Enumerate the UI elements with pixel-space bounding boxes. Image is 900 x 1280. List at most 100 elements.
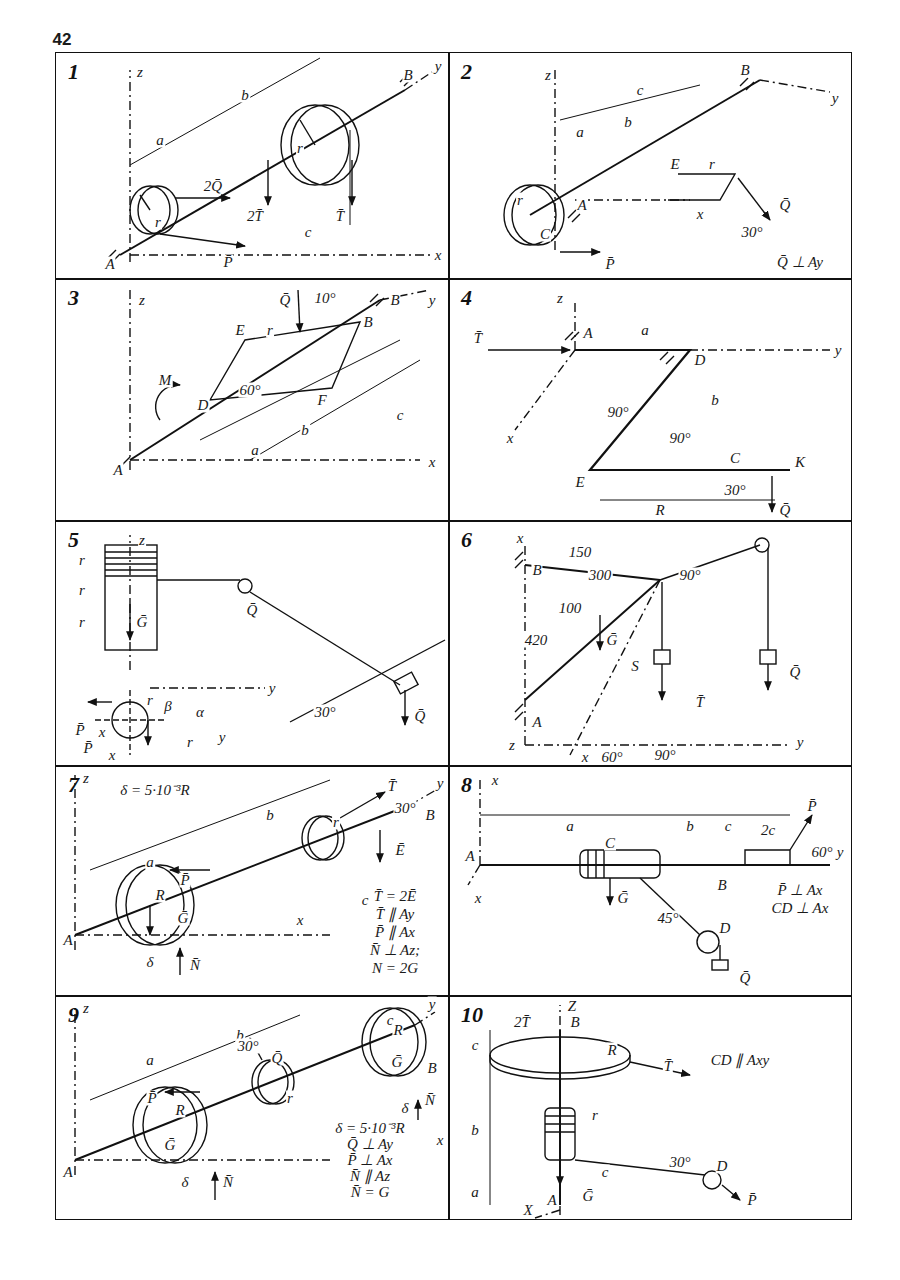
figure-label: 90° [654,748,677,763]
problem-panel: 3 [55,278,450,522]
figure-label: Ḡ [391,1055,404,1070]
figure-label: B [402,68,413,83]
figure-label: C [729,451,741,466]
figure-label: B [716,878,727,893]
figure-label: z [82,1001,90,1016]
figure-label: 10° [314,291,337,306]
panel-number: 1 [68,59,79,85]
problem-panel: 6 [448,520,852,767]
problem-panel: 2 [448,52,852,280]
figure-label: Ḡ [164,1138,177,1153]
figure-label: N̄ [424,1093,436,1108]
figure-label: 2Q̄ [203,179,223,194]
figure-label: D [197,398,210,413]
figure-label: D [716,1159,729,1174]
figure-label: N̄ ∥ Az [349,1169,391,1184]
figure-label: 60° [601,750,624,765]
figure-label: X [522,1203,533,1218]
figure-label: R [154,888,165,903]
figure-label: a [250,443,260,458]
figure-label: x [436,1133,445,1148]
figure-label: P̄ [604,257,615,272]
figure-label: z [544,68,552,83]
figure-label: 30° [669,1155,692,1170]
panel-number: 6 [461,527,472,553]
figure-label: δ = 5·10⁻³R [334,1121,406,1136]
figure-label: 90° [607,405,630,420]
figure-label: r [286,1091,294,1106]
figure-label: δ = 5·10⁻³R [119,783,191,798]
figure-label: 300 [588,568,613,583]
figure-label: N̄ = G [350,1185,390,1200]
figure-label: Ḡ [136,615,149,630]
figure-label: a [565,819,575,834]
figure-label: N̄ [189,958,201,973]
figure-label: M [158,373,173,388]
figure-label: a [640,323,650,338]
figure-label: r [266,323,274,338]
figure-label: R [654,503,665,518]
figure-label: T̄ [335,209,345,224]
panel-number: 8 [461,772,472,798]
figure-label: c [724,819,733,834]
figure-label: P̄ [746,1193,757,1208]
figure-label: δ [181,1175,190,1190]
figure-label: P̄ ⊥ Ax [777,883,824,898]
figure-label: B [389,293,400,308]
problem-panel: 4 [448,278,852,522]
panel-number: 3 [68,285,79,311]
figure-label: Q̄ [789,665,802,680]
figure-label: B [531,563,542,578]
figure-label: 420 [524,633,549,648]
figure-label: b [300,423,310,438]
figure-label: b [265,808,275,823]
figure-label: r [146,693,154,708]
figure-label: b [470,1123,480,1138]
figure-label: 2c [760,823,776,838]
figure-label: P̄ ⊥ Ax [347,1153,394,1168]
figure-label: z [136,65,144,80]
figure-label: R [174,1103,185,1118]
figure-label: r [186,735,194,750]
figure-label: Q̄ [779,503,792,518]
figure-label: P̄ [179,873,190,888]
figure-label: c [471,1038,480,1053]
problem-panel: 10 [448,995,852,1220]
figure-label: Z [567,999,577,1014]
figure-label: 2T̄ [246,209,264,224]
figure-label: y [428,293,437,308]
figure-label: Ḡ [177,911,190,926]
figure-label: b [685,819,695,834]
figure-label: N̄ [222,1175,234,1190]
figure-label: 60° [811,845,834,860]
figure-label: y [831,91,840,106]
figure-label: 90° [669,431,692,446]
figure-label: x [696,207,705,222]
figure-label: z [508,738,516,753]
figure-label: E [574,475,585,490]
figure-label: D [719,921,732,936]
figure-label: Q̄ [271,1051,284,1066]
figure-label: Ḡ [582,1189,595,1204]
figure-label: Q̄ [414,709,427,724]
figure-label: S [630,659,640,674]
figure-label: c [396,408,405,423]
panel-number: 5 [68,527,79,553]
figure-label: 30° [314,705,337,720]
panel-number: 7 [68,772,79,798]
figure-label: a [470,1185,480,1200]
figure-label: 30° [394,801,417,816]
figure-label: 100 [558,601,583,616]
figure-label: A [546,1193,557,1208]
figure-label: R [392,1023,403,1038]
figure-label: z [556,291,564,306]
figure-label: y [834,343,843,358]
figure-label: x [516,531,525,546]
figure-label: y [796,735,805,750]
panel-number: 2 [461,59,472,85]
figure-label: c [304,225,313,240]
figure-label: 2T̄ [513,1015,531,1030]
figure-label: r [591,1108,599,1123]
figure-label: T̄ [387,779,397,794]
figure-label: r [296,141,304,156]
